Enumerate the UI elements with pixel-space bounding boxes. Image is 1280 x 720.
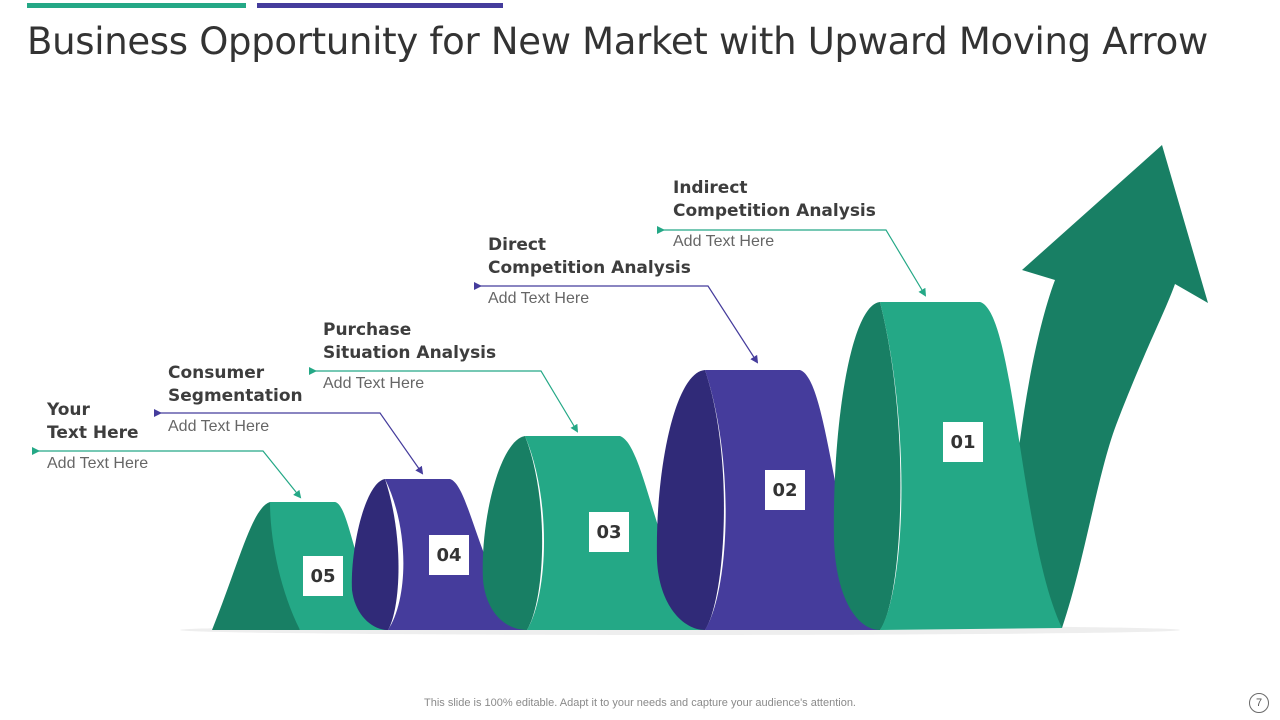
step-title-line1: Your — [47, 400, 90, 420]
top-accent-bar-purple — [257, 3, 503, 8]
step-label-02: Direct Competition Analysis Add Text Her… — [488, 234, 691, 308]
step-text: Add Text Here — [47, 455, 149, 472]
step-label-01: Indirect Competition Analysis Add Text H… — [673, 177, 876, 251]
step-title-line2: Situation Analysis — [323, 343, 497, 363]
step-number-05: 05 — [303, 556, 343, 596]
step-label-03: Purchase Situation Analysis Add Text Her… — [323, 319, 496, 393]
step-title-line1: Direct — [488, 235, 547, 255]
band-03-back — [482, 436, 543, 630]
upward-arrow — [1014, 145, 1208, 628]
step-number-03: 03 — [589, 512, 629, 552]
step-number-02: 02 — [765, 470, 805, 510]
step-label-04: Consumer Segmentation Add Text Here — [168, 362, 303, 436]
step-title-line2: Text Here — [47, 423, 139, 443]
step-title-line2: Competition Analysis — [488, 258, 691, 278]
step-title-line2: Competition Analysis — [673, 201, 876, 221]
step-text: Add Text Here — [673, 233, 775, 250]
footer-note: This slide is 100% editable. Adapt it to… — [424, 697, 856, 709]
connector-03 — [309, 367, 579, 433]
step-text: Add Text Here — [168, 418, 270, 435]
connector-04 — [154, 409, 424, 475]
slide-title: Business Opportunity for New Market with… — [27, 20, 1208, 63]
connector-05 — [32, 447, 302, 499]
band-05-back — [212, 502, 300, 630]
step-number-01: 01 — [943, 422, 983, 462]
step-title-line1: Indirect — [673, 178, 748, 198]
band-04-back — [351, 479, 399, 630]
connector-01 — [657, 226, 927, 297]
step-number-04: 04 — [429, 535, 469, 575]
step-title-line1: Consumer — [168, 363, 265, 383]
band-02-back — [656, 370, 724, 630]
step-title-line1: Purchase — [323, 320, 412, 340]
step-label-05: Your Text Here Add Text Here — [47, 399, 148, 473]
connector-02 — [474, 282, 759, 364]
band-01-front — [880, 302, 1062, 630]
band-01-back — [833, 302, 901, 630]
page-number: 7 — [1249, 693, 1269, 713]
step-title-line2: Segmentation — [168, 386, 303, 406]
step-text: Add Text Here — [488, 290, 590, 307]
top-accent-bar-green — [27, 3, 246, 8]
step-text: Add Text Here — [323, 375, 425, 392]
